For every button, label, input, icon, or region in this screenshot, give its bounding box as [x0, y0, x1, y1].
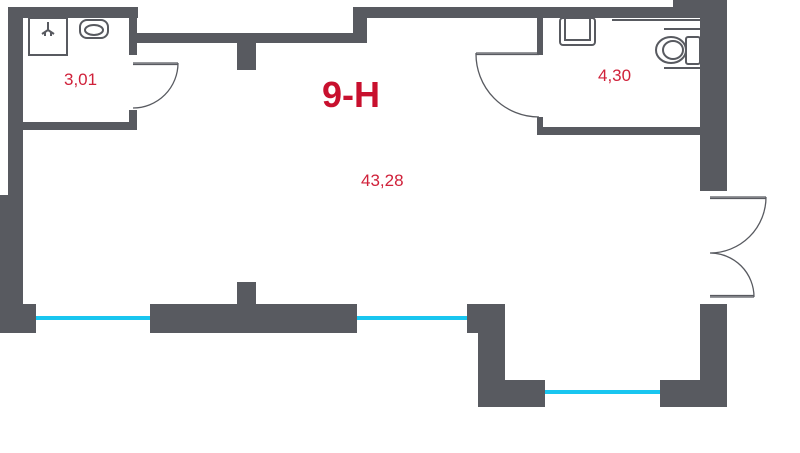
bathroom-2-door [475, 52, 540, 118]
unit-label: 9-H [322, 74, 381, 115]
bathroom-1-door [132, 62, 179, 109]
entrance-door [709, 196, 767, 298]
fixtures [28, 17, 701, 69]
walls [0, 0, 727, 407]
windows [36, 316, 660, 394]
shower-icon [28, 17, 68, 56]
toilet-icon [655, 28, 701, 69]
sink-icon [79, 19, 109, 39]
doors [132, 52, 767, 298]
bathroom-2-area: 4,30 [598, 66, 632, 85]
bathroom-1-area: 3,01 [64, 70, 98, 89]
main-room-area: 43,28 [361, 171, 404, 190]
